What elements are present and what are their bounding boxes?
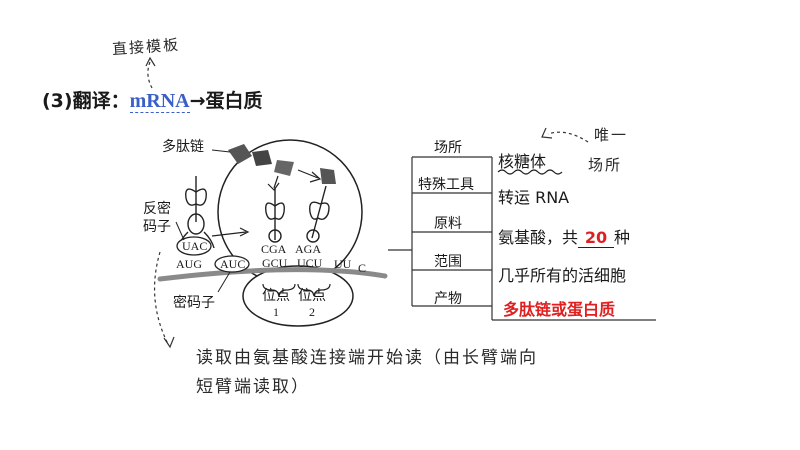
trna-site-2 [306, 185, 330, 243]
codon-ucu: UCU [297, 256, 323, 270]
site-1-label: 位点 [262, 288, 290, 304]
ribosome-small-subunit [242, 265, 354, 327]
codon-auc: AUC [220, 257, 246, 271]
unique-note-1: 唯一 [594, 126, 629, 144]
material-count: 20 [578, 228, 615, 248]
codon-aga: AGA [295, 242, 321, 256]
site-2-label: 位点 [298, 288, 326, 304]
anticodon-oval [176, 236, 212, 256]
site-2-number: 2 [309, 305, 315, 319]
anticodon-label-1: 反密 [143, 201, 171, 217]
site-1-number: 1 [273, 305, 279, 319]
unique-site-arrow [547, 131, 589, 143]
polypeptide-label: 多肽链 [162, 139, 204, 155]
row-label-tool: 特殊工具 [418, 177, 474, 193]
mrna-strand [157, 267, 388, 282]
title-prefix: (3)翻译： [42, 90, 130, 112]
material-prefix: 氨基酸，共 [498, 228, 579, 247]
unique-note-2: 场所 [588, 156, 623, 174]
codon-cga: CGA [261, 242, 287, 256]
row-value-tool: 转运 RNA [498, 188, 570, 207]
site-2-bracket [297, 283, 331, 297]
reading-note-line-2: 短臂端读取） [196, 377, 310, 397]
title-product: 蛋白质 [205, 90, 263, 112]
codon-c: C [358, 261, 367, 275]
reading-note-arrow [153, 251, 169, 345]
row-label-scope: 范围 [434, 254, 462, 270]
codon-uu: UU [334, 257, 352, 271]
codon-label: 密码子 [173, 295, 215, 311]
trna-site-1 [265, 188, 285, 243]
material-suffix: 种 [614, 228, 631, 247]
anticodon-label-2: 码子 [143, 219, 171, 235]
section-title: (3)翻译：mRNA→蛋白质 [42, 86, 263, 113]
codon-gcu: GCU [262, 256, 288, 270]
row-value-site: 核糖体 [498, 152, 547, 171]
summary-tree [388, 156, 656, 321]
codon-oval [214, 255, 250, 273]
row-label-product: 产物 [434, 291, 462, 307]
wavy-underline [497, 169, 563, 175]
row-label-material: 原料 [434, 216, 462, 232]
row-value-product: 多肽链或蛋白质 [503, 300, 616, 319]
polypeptide-chain [228, 144, 336, 184]
site-1-bracket [262, 283, 296, 297]
template-note-arrow [147, 61, 153, 89]
title-arrow: → [189, 90, 206, 112]
anticodon-uac: UAC [182, 239, 208, 253]
reading-note-line-1: 读取由氨基酸连接端开始读（由长臂端向 [196, 348, 538, 368]
row-label-site: 场所 [434, 140, 462, 156]
codon-aug: AUG [176, 257, 202, 271]
row-value-scope: 几乎所有的活细胞 [498, 266, 627, 285]
title-mrna: mRNA [129, 90, 190, 113]
